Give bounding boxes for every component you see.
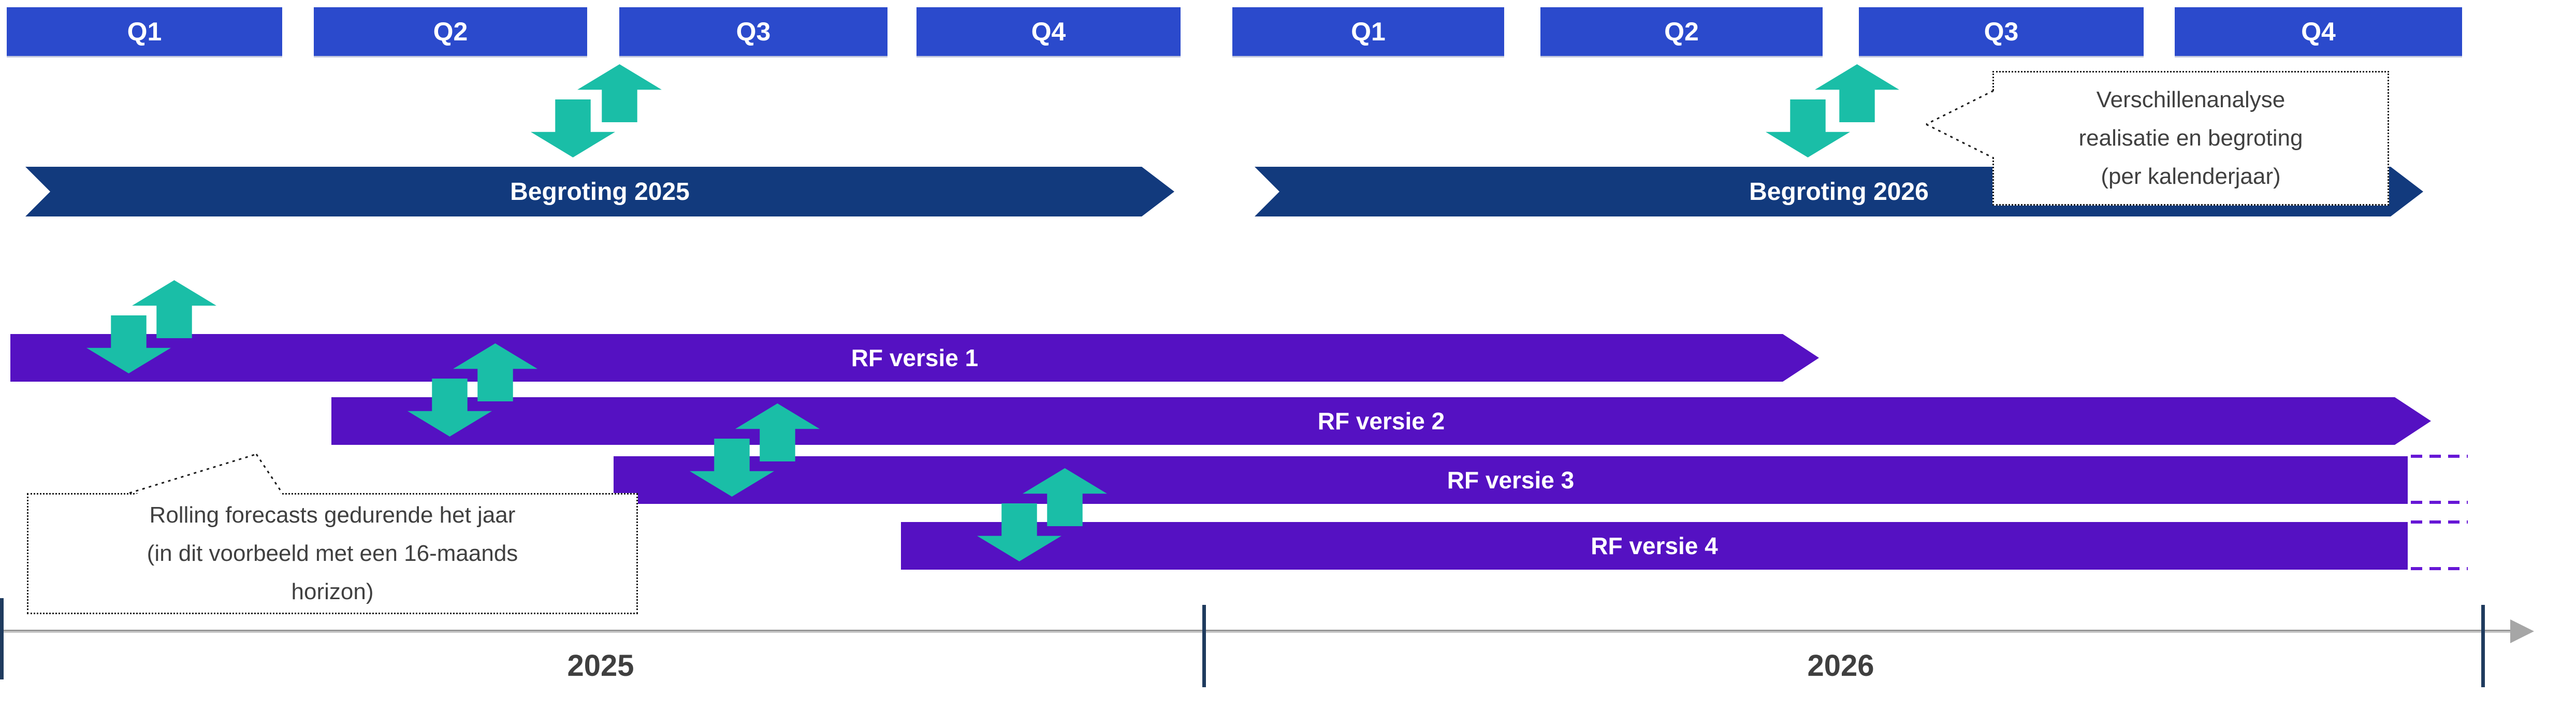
callout-verschillenanalyse-line1: Verschillenanalyse: [2096, 87, 2286, 112]
callout-verschillenanalyse-line2: realisatie en begroting: [2078, 125, 2303, 151]
callout-rolling-forecasts-line1: Rolling forecasts gedurende het jaar: [149, 502, 516, 528]
year-label-2025: 2025: [567, 649, 634, 683]
rf4-continuation-dash-top: [2411, 520, 2468, 524]
quarter-box-2026-q1: Q1: [1232, 7, 1504, 56]
quarter-box-2026-q3: Q3: [1859, 7, 2144, 56]
rf4-continuation-dash-bottom: [2411, 567, 2468, 570]
timeline-tick-year-boundary: [1202, 605, 1206, 687]
callout-verschillenanalyse-line3: (per kalenderjaar): [2101, 164, 2281, 189]
callout-rolling-forecasts-line2: (in dit voorbeeld met een 16-maands: [147, 541, 518, 566]
rolling-tail-shape: [129, 454, 282, 496]
forecast-bar-rf2: RF versie 2: [331, 397, 2431, 445]
quarter-box-2025-q3: Q3: [619, 7, 887, 56]
forecast-bar-rf1: RF versie 1: [10, 334, 1819, 382]
verschillen-tail-shape: [1926, 91, 1997, 158]
quarter-box-2025-q4: Q4: [916, 7, 1181, 56]
down-arrow-icon-budget-2026: [1766, 99, 1850, 157]
year-label-2026: 2026: [1807, 649, 1874, 683]
quarter-box-2025-q2: Q2: [314, 7, 587, 56]
forecast-bar-rf2-label: RF versie 2: [1317, 408, 1445, 434]
rf3-continuation-dash-top: [2411, 455, 2468, 458]
budget-bar-2026-label: Begroting 2026: [1749, 178, 1929, 206]
forecast-bar-rf1-label: RF versie 1: [851, 344, 979, 371]
forecast-bar-rf4-label: RF versie 4: [1591, 532, 1718, 559]
quarter-box-2026-q4: Q4: [2175, 7, 2462, 56]
callout-verschillenanalyse: Verschillenanalyse realisatie en begroti…: [1992, 71, 2389, 206]
up-arrow-icon-budget-2026: [1815, 64, 1899, 122]
verschillen-tail-edge-bottom: [1926, 123, 1994, 159]
verschillen-tail-edge-top: [1926, 90, 1994, 125]
rolling-tail-edge-left: [129, 453, 257, 494]
forecast-bar-rf3: RF versie 3: [614, 456, 2408, 504]
quarter-box-2025-q1: Q1: [7, 7, 282, 56]
budget-bar-2025: Begroting 2025: [25, 167, 1174, 216]
forecast-bar-rf3-label: RF versie 3: [1447, 467, 1575, 494]
timeline-axis-arrow-icon: [2510, 619, 2534, 643]
rf3-continuation-dash-bottom: [2411, 501, 2468, 504]
timeline-tick-end: [2481, 605, 2485, 687]
callout-rolling-forecasts: Rolling forecasts gedurende het jaar (in…: [27, 493, 638, 614]
timeline-axis: [2, 630, 2510, 633]
callout-rolling-forecasts-line3: horizon): [291, 579, 374, 604]
forecast-bar-rf4: RF versie 4: [901, 522, 2408, 570]
rolling-tail-edge-right: [255, 454, 283, 494]
budget-bar-2025-label: Begroting 2025: [510, 178, 690, 206]
quarter-box-2026-q2: Q2: [1540, 7, 1823, 56]
timeline-tick-start: [0, 598, 4, 679]
